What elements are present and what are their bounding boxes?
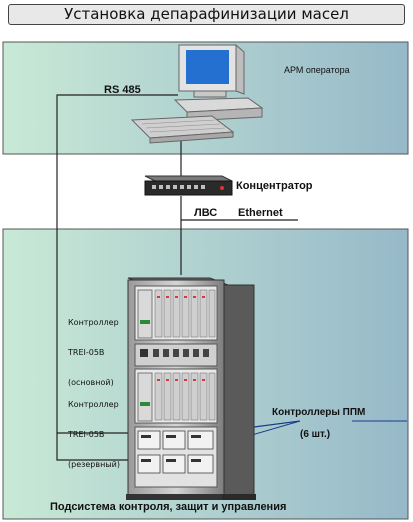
hub-label: Концентратор [236, 180, 313, 192]
reserve-controller-line2: TREI-05B [68, 430, 105, 439]
controller-rack-main [134, 285, 218, 341]
diagram-title: Установка депарафинизации масел [8, 4, 405, 25]
reserve-controller-label: Контроллер TREI-05B (резервный) [68, 380, 120, 480]
ppm-count-label: (6 шт.) [300, 429, 331, 440]
workstation-label: АРМ оператора [284, 65, 350, 75]
ppm-controllers-label: Контроллеры ППМ [272, 407, 366, 418]
main-controller-line1: Контроллер [68, 318, 119, 327]
reserve-controller-line1: Контроллер [68, 400, 119, 409]
reserve-controller-line3: (резервный) [68, 460, 120, 469]
controller-rack-reserve [134, 368, 218, 424]
ethernet-label: Ethernet [238, 207, 283, 219]
rs485-label: RS 485 [104, 84, 141, 96]
ppm-modules [134, 426, 218, 488]
rs485-line [56, 94, 178, 461]
main-controller-line3: (основной) [68, 378, 114, 387]
subsystem-label: Подсистема контроля, защит и управления [50, 501, 287, 513]
ethernet-line [180, 140, 298, 275]
lan-label: ЛВС [194, 207, 218, 219]
main-controller-label: Контроллер TREI-05B (основной) [68, 298, 119, 398]
hub-icon [144, 175, 233, 196]
operator-computer-icon [130, 43, 264, 144]
cabinet-middle-panel [134, 343, 218, 367]
main-controller-line2: TREI-05B [68, 348, 105, 357]
